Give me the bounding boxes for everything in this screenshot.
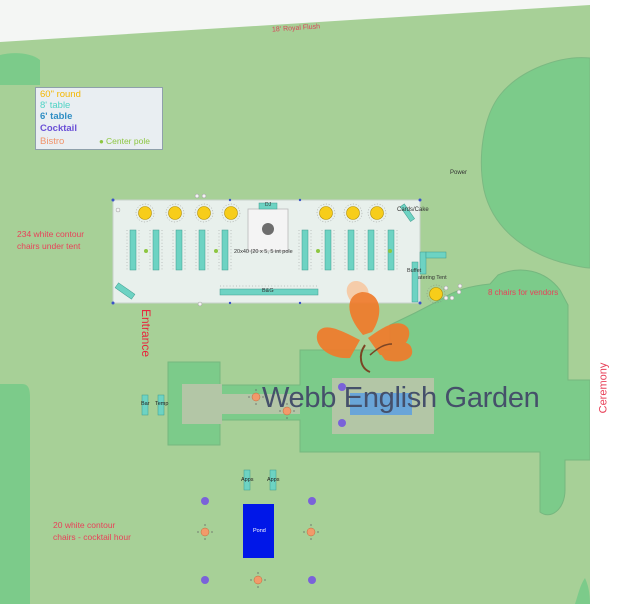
banquet-table	[367, 229, 375, 271]
legend-pole-icon: ●	[99, 137, 104, 146]
hedge-bottom-right	[575, 578, 590, 604]
hedge-top-right	[480, 57, 591, 269]
top-edge	[0, 0, 590, 42]
round-table	[165, 203, 185, 223]
bar-table	[141, 394, 149, 416]
banquet-table	[324, 229, 332, 271]
pond-label: Pond	[253, 528, 266, 534]
dj-label: DJ	[265, 202, 272, 208]
banquet-table	[221, 229, 229, 271]
hedge-top-left	[0, 53, 40, 85]
banquet-table	[175, 229, 183, 271]
tent-chairs-line-2: chairs under tent	[17, 241, 81, 251]
round-table	[426, 284, 446, 304]
round-table	[135, 203, 155, 223]
vendor-chairs-label: 8 chairs for vendors	[488, 288, 559, 297]
pond	[243, 504, 274, 558]
banquet-table	[129, 229, 137, 271]
apps-label-2: Apps	[267, 477, 280, 483]
banquet-table	[152, 229, 160, 271]
tent-stakes	[111, 198, 422, 305]
bistro-table	[250, 572, 266, 588]
power-label: Power	[450, 170, 468, 176]
catering-table	[419, 251, 427, 275]
bistro-table	[197, 524, 213, 540]
round-table	[367, 203, 387, 223]
round-tables	[135, 203, 446, 304]
banquet-table	[198, 229, 206, 271]
center-poles	[144, 249, 392, 253]
bistro-tables	[197, 389, 319, 588]
dance-floor-center	[262, 223, 274, 235]
tent-chairs-line-1: 234 white contour	[17, 229, 85, 239]
venue-title: Webb English Garden	[262, 382, 540, 414]
gift-table	[114, 282, 136, 300]
legend-center-pole: Center pole	[106, 136, 150, 146]
apps-label-1: Apps	[241, 477, 254, 483]
bar-label: Bar	[141, 401, 150, 407]
banquet-table	[347, 229, 355, 271]
legend-bistro: Bistro	[40, 136, 65, 147]
tent-label: 20x40 (20 x 5, 5 int pole	[234, 249, 293, 255]
cards-cake-label: Cards/Cake	[397, 207, 429, 213]
buffet-label: Buffet	[407, 268, 422, 274]
round-table	[316, 203, 336, 223]
round-table	[343, 203, 363, 223]
cocktail-tables	[201, 383, 346, 584]
path-walk-2	[222, 394, 300, 414]
apps-table	[269, 469, 277, 491]
catering-tent-label: atering Tent	[418, 275, 447, 281]
right-margin	[590, 0, 631, 604]
apps-table	[243, 469, 251, 491]
bistro-table	[303, 524, 319, 540]
flower-logo	[316, 280, 413, 373]
legend-table6: 6' table	[40, 111, 73, 122]
legend: 60" round 8' table 6' table Cocktail Bis…	[35, 87, 163, 150]
chairs	[126, 230, 398, 287]
buffet-table	[411, 261, 419, 303]
temp-table	[157, 394, 165, 416]
temp-label: Temp	[155, 401, 169, 407]
hedge-bottom-left	[0, 384, 30, 604]
path-walk	[182, 384, 222, 424]
entrance-label: Entrance	[139, 308, 154, 358]
legend-table8: 8' table	[40, 100, 71, 111]
ceremony-label: Ceremony	[597, 362, 610, 414]
catering-table-top	[425, 251, 447, 259]
loose-chairs	[115, 193, 463, 307]
cocktail-chairs-line-1: 20 white contour	[53, 520, 116, 530]
bg-label: B&G	[262, 288, 274, 294]
cocktail-chairs-line-2: chairs - cocktail hour	[53, 532, 131, 542]
legend-cocktail: Cocktail	[40, 123, 77, 134]
legend-round60: 60" round	[40, 89, 81, 100]
banquet-tables	[114, 203, 447, 491]
cards-cake-table	[399, 203, 415, 222]
reflecting-pool	[350, 393, 412, 415]
dj-table	[258, 202, 278, 210]
bride-groom-table	[219, 288, 319, 296]
round-table	[221, 203, 241, 223]
bistro-table	[279, 403, 295, 419]
bistro-table	[248, 389, 264, 405]
round-table	[194, 203, 214, 223]
banquet-table	[301, 229, 309, 271]
